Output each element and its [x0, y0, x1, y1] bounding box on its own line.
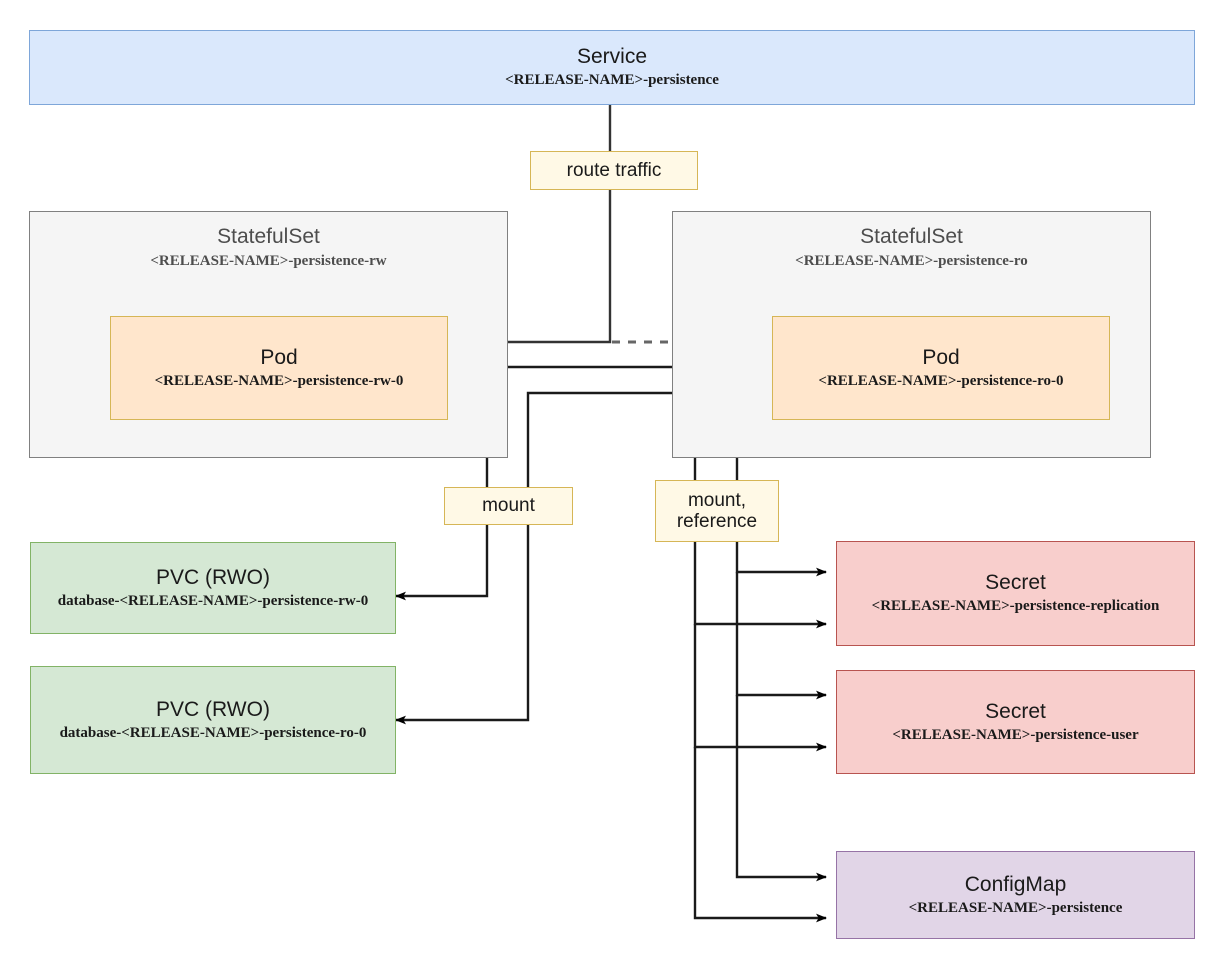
secret-user-subtitle: <RELEASE-NAME>-persistence-user: [892, 726, 1139, 743]
pvc-rw-title: PVC (RWO): [156, 565, 270, 589]
pod-rw-title: Pod: [260, 345, 298, 369]
pvc-ro-node[interactable]: PVC (RWO) database-<RELEASE-NAME>-persis…: [30, 666, 396, 774]
secret-replication-node[interactable]: Secret <RELEASE-NAME>-persistence-replic…: [836, 541, 1195, 646]
pod-ro-node[interactable]: Pod <RELEASE-NAME>-persistence-ro-0: [772, 316, 1110, 420]
service-subtitle: <RELEASE-NAME>-persistence: [505, 72, 719, 89]
pvc-rw-node[interactable]: PVC (RWO) database-<RELEASE-NAME>-persis…: [30, 542, 396, 634]
pod-rw-node[interactable]: Pod <RELEASE-NAME>-persistence-rw-0: [110, 316, 448, 420]
pod-rw-subtitle: <RELEASE-NAME>-persistence-rw-0: [154, 372, 404, 389]
edge-label-mount: mount: [444, 487, 573, 525]
edge-pod-ro-to-secret-user: [735, 572, 827, 700]
edge-pod-rw-to-configmap: [693, 747, 827, 923]
configmap-node[interactable]: ConfigMap <RELEASE-NAME>-persistence: [836, 851, 1195, 939]
statefulset-ro-title: StatefulSet: [860, 225, 963, 248]
secret-replication-title: Secret: [985, 571, 1046, 595]
pvc-ro-subtitle: database-<RELEASE-NAME>-persistence-ro-0: [59, 724, 367, 741]
secret-replication-subtitle: <RELEASE-NAME>-persistence-replication: [871, 598, 1160, 615]
secret-user-node[interactable]: Secret <RELEASE-NAME>-persistence-user: [836, 670, 1195, 774]
pod-ro-subtitle: <RELEASE-NAME>-persistence-ro-0: [818, 372, 1064, 389]
statefulset-rw-subtitle: <RELEASE-NAME>-persistence-rw: [150, 253, 387, 269]
pvc-ro-title: PVC (RWO): [156, 697, 270, 721]
edge-pod-rw-to-secret-user: [693, 624, 827, 752]
service-title: Service: [576, 45, 648, 69]
edge-label-mount-reference: mount, reference: [655, 480, 779, 542]
statefulset-ro-subtitle: <RELEASE-NAME>-persistence-ro: [795, 253, 1028, 269]
pod-ro-title: Pod: [922, 345, 960, 369]
secret-user-title: Secret: [985, 699, 1046, 723]
edge-pod-ro-to-configmap: [735, 695, 827, 882]
configmap-title: ConfigMap: [964, 872, 1067, 896]
pvc-rw-subtitle: database-<RELEASE-NAME>-persistence-rw-0: [57, 592, 369, 609]
configmap-subtitle: <RELEASE-NAME>-persistence: [908, 899, 1123, 916]
statefulset-rw-title: StatefulSet: [217, 225, 320, 248]
service-node[interactable]: Service <RELEASE-NAME>-persistence: [29, 30, 1195, 105]
edge-label-route-traffic: route traffic: [530, 151, 698, 190]
